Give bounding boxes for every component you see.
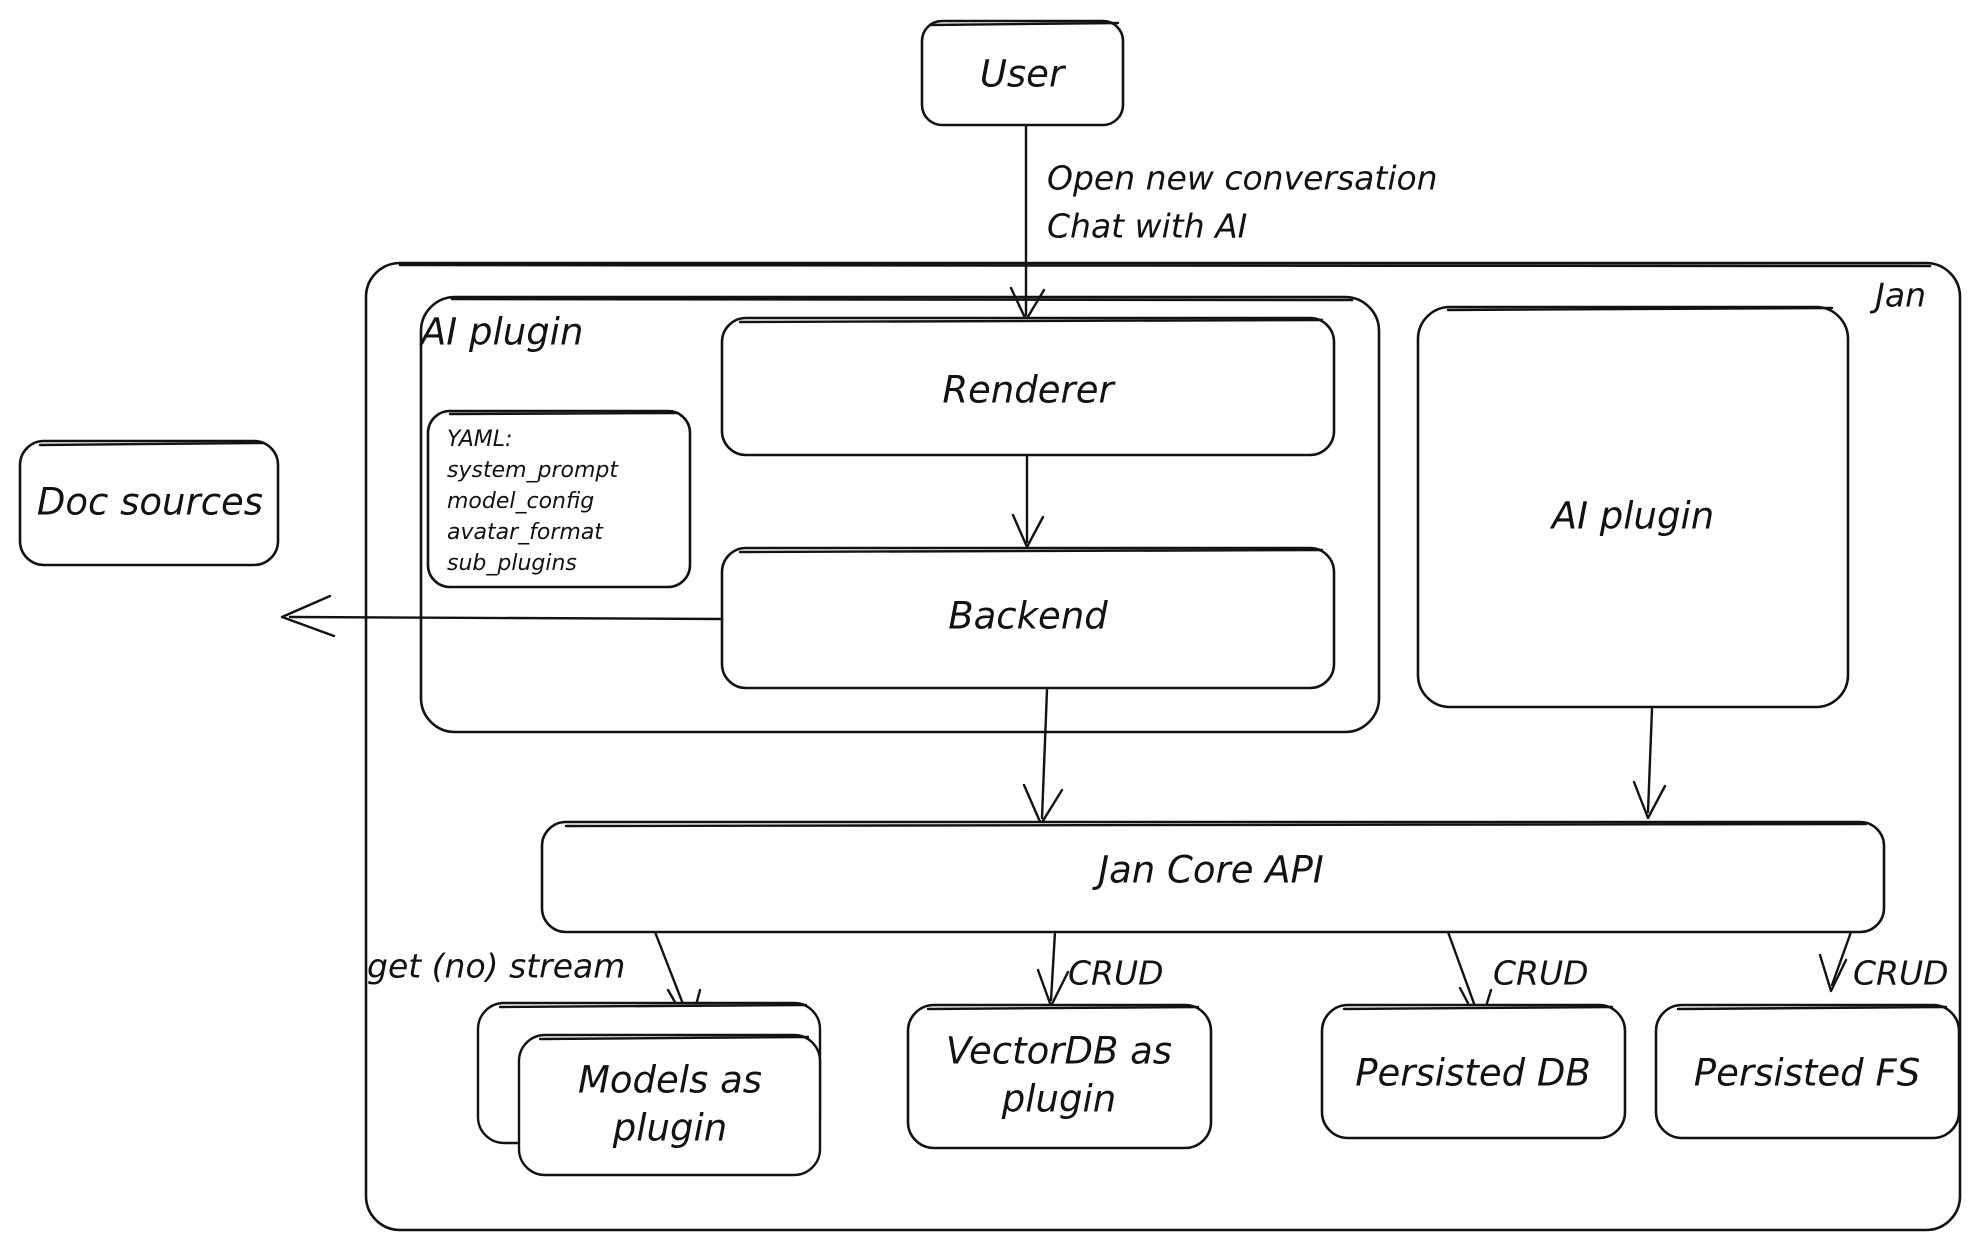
edge-backend-to-core: [1022, 688, 1064, 826]
doc-sources-rect: [18, 439, 280, 567]
models-plugin-label-line2: plugin: [612, 1107, 727, 1150]
node-jan-container[interactable]: Jan: [364, 261, 1962, 1232]
user-sketch-line: [928, 21, 1120, 27]
node-ai-plugin-box[interactable]: AI plugin: [1416, 305, 1850, 709]
models-plugin-front-sketch-line: [538, 1035, 810, 1041]
node-renderer[interactable]: Renderer: [720, 316, 1336, 457]
persisted-db-label: Persisted DB: [1355, 1052, 1591, 1095]
core-to-persisted-fs-arrowhead: [1818, 953, 1848, 993]
jan-core-api-sketch-line: [564, 822, 1868, 828]
ai-plugin-box-sketch-line: [1446, 306, 1834, 312]
doc-sources-label: Doc sources: [37, 481, 263, 524]
yaml-card-key-0: system_prompt: [447, 458, 619, 483]
vectordb-plugin-label-line2: plugin: [1001, 1078, 1116, 1121]
ai-plugin-group-sketch-line: [450, 297, 1354, 302]
yaml-card-header: YAML:: [447, 427, 512, 452]
renderer-label: Renderer: [942, 369, 1116, 412]
node-doc-sources[interactable]: Doc sources: [18, 439, 280, 567]
jan-container-label: Jan: [1869, 276, 1926, 315]
yaml-card-key-3: sub_plugins: [447, 551, 577, 576]
persisted-db-sketch-line: [1342, 1005, 1614, 1011]
backend-sketch-line: [738, 548, 1324, 554]
edge-ai-plugin-to-core: [1632, 707, 1667, 820]
ai-plugin-to-core-arrowhead: [1632, 780, 1667, 820]
persisted-fs-rect: [1654, 1003, 1961, 1140]
ai-plugin-box-label: AI plugin: [1550, 495, 1714, 538]
edge-core-to-persisted-fs: CRUD: [1818, 930, 1949, 993]
backend-to-core-line: [1040, 688, 1049, 820]
jan-core-api-label: Jan Core API: [1091, 849, 1324, 892]
core-to-persisted-db-label: CRUD: [1493, 954, 1589, 993]
core-to-models-label: get (no) stream: [367, 947, 625, 986]
core-to-persisted-fs-line: [1830, 930, 1853, 987]
doc-sources-sketch-line: [38, 441, 266, 447]
persisted-fs-label: Persisted FS: [1694, 1052, 1920, 1095]
edge-user-to-renderer: Open new conversation Chat with AI: [1009, 124, 1438, 322]
node-vectordb-plugin[interactable]: VectorDB as plugin: [906, 1003, 1213, 1150]
vectordb-plugin-rect: [906, 1003, 1213, 1150]
models-plugin-front-rect: [517, 1033, 822, 1177]
user-to-renderer-label-line1: Open new conversation: [1047, 159, 1438, 198]
models-plugin-back-sketch-line: [498, 1003, 808, 1009]
vectordb-plugin-label-line1: VectorDB as: [946, 1030, 1172, 1073]
yaml-card-key-1: model_config: [447, 489, 594, 514]
user-to-renderer-arrowhead: [1009, 286, 1046, 322]
edge-backend-to-doc-sources: [280, 594, 724, 638]
node-persisted-fs[interactable]: Persisted FS: [1654, 1003, 1961, 1140]
user-label: User: [980, 53, 1067, 96]
yaml-card-sketch-line: [448, 411, 680, 416]
node-user[interactable]: User: [920, 19, 1125, 127]
node-models-plugin[interactable]: Models as plugin: [476, 1001, 822, 1177]
edge-core-to-vectordb: CRUD: [1036, 930, 1164, 1008]
persisted-fs-sketch-line: [1676, 1005, 1948, 1011]
jan-container-rect: [364, 261, 1962, 1232]
core-to-vectordb-label: CRUD: [1068, 954, 1164, 993]
renderer-rect: [720, 316, 1336, 457]
edge-renderer-to-backend: [1011, 454, 1045, 549]
core-to-vectordb-line: [1049, 930, 1057, 1002]
node-yaml-card[interactable]: YAML: system_prompt model_config avatar_…: [426, 409, 692, 589]
backend-to-doc-sources-arrowhead: [280, 594, 336, 638]
node-persisted-db[interactable]: Persisted DB: [1320, 1003, 1627, 1140]
node-ai-plugin-group[interactable]: AI plugin: [419, 295, 1381, 734]
yaml-card-rect: [426, 409, 692, 589]
renderer-sketch-line: [738, 318, 1324, 324]
user-to-renderer-label-line2: Chat with AI: [1047, 207, 1247, 246]
user-rect: [920, 19, 1125, 127]
core-to-persisted-fs-label: CRUD: [1853, 954, 1949, 993]
jan-core-api-rect: [540, 820, 1886, 934]
ai-plugin-box-rect: [1416, 305, 1850, 709]
models-plugin-label-line1: Models as: [578, 1059, 762, 1102]
yaml-card-key-2: avatar_format: [447, 520, 604, 545]
ai-plugin-group-rect: [419, 295, 1381, 734]
vectordb-plugin-sketch-line: [926, 1005, 1200, 1011]
backend-label: Backend: [948, 595, 1108, 638]
ai-plugin-to-core-line: [1646, 707, 1654, 814]
ai-plugin-group-label: AI plugin: [419, 311, 583, 354]
jan-container-sketch-line: [398, 263, 1932, 268]
node-jan-core-api[interactable]: Jan Core API: [540, 820, 1886, 934]
persisted-db-rect: [1320, 1003, 1627, 1140]
backend-to-doc-sources-line: [288, 615, 724, 621]
node-backend[interactable]: Backend: [720, 546, 1336, 690]
